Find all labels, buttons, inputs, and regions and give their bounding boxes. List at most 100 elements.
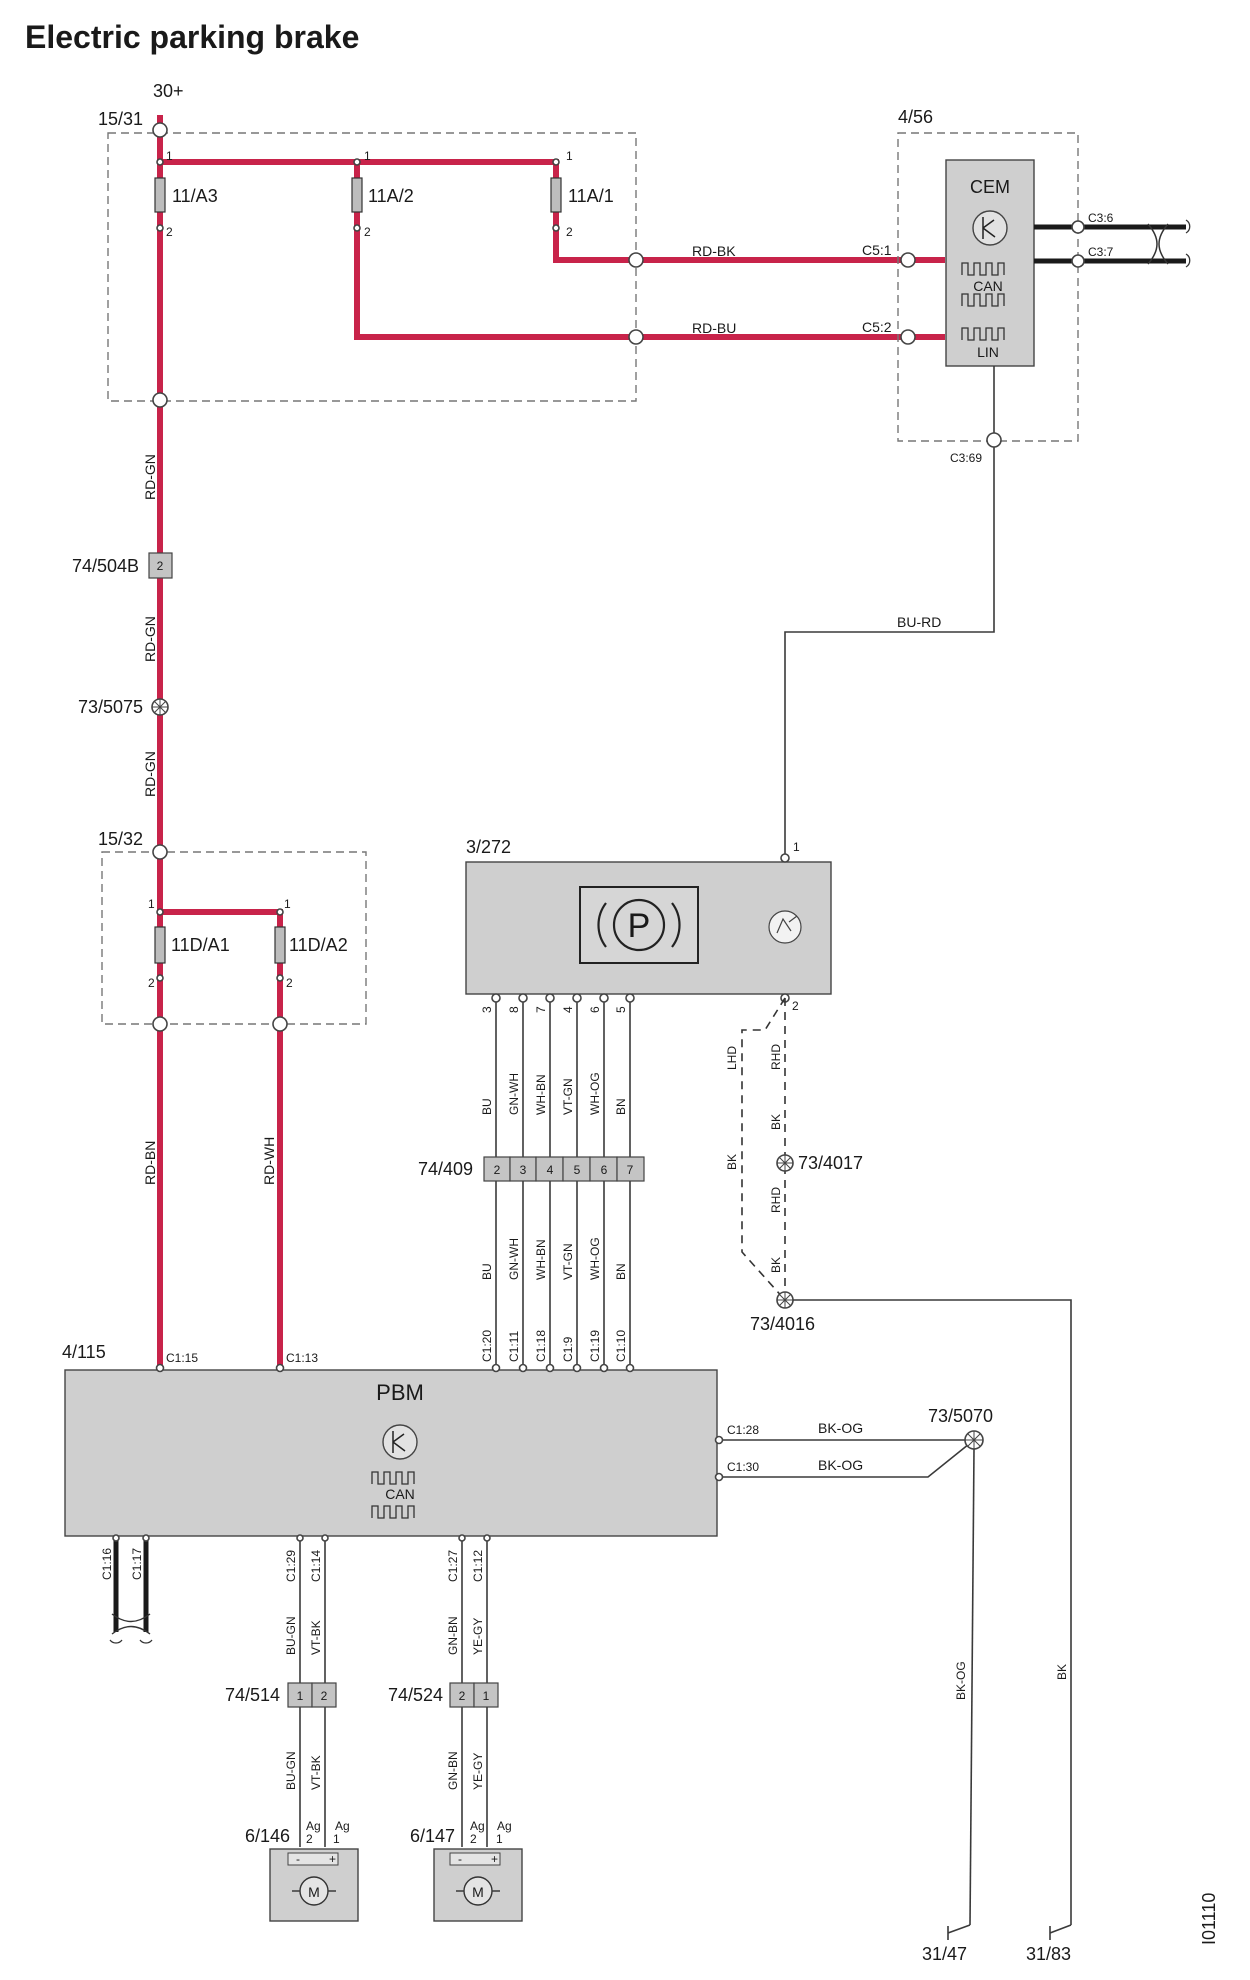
pin-dot (518, 1363, 528, 1373)
pin-label: 1 (333, 1832, 340, 1846)
pin-label: 1 (483, 1689, 490, 1703)
pin-label: 2 (157, 559, 164, 573)
pin-dot (353, 158, 361, 166)
switch-signal-wires (495, 998, 631, 1367)
pin-dot (276, 974, 284, 982)
fuse-box-15-31 (107, 132, 637, 402)
connector-74-514-label: 74/514 (225, 1685, 280, 1705)
pin-dot (599, 993, 609, 1003)
pin-dot (599, 1363, 609, 1373)
motor-minus: - (296, 1852, 300, 1866)
connector-c1-18: C1:18 (534, 1330, 548, 1362)
connector-c1-13: C1:13 (286, 1351, 318, 1365)
pin-dot (142, 1534, 150, 1542)
pin-label: 4 (561, 1006, 575, 1013)
pin-label: 1 (297, 1689, 304, 1703)
pin-dot (353, 224, 361, 232)
wire-rd-bk (553, 225, 945, 263)
wire-label-bk: BK (769, 1257, 783, 1273)
pin-label: 1 (566, 149, 573, 163)
fuse-11d-a1 (154, 926, 166, 964)
node (272, 1016, 288, 1032)
connector-c3-7: C3:7 (1088, 245, 1114, 259)
ground-point-73-4017-label: 73/4017 (798, 1153, 863, 1173)
connector-74-504b (148, 552, 173, 579)
wire-label-rd-gn: RD-GN (142, 454, 158, 500)
fuse-11a-1-label: 11A/1 (568, 186, 614, 206)
pin-dot (458, 1534, 466, 1542)
wire-label-bk-og: BK-OG (818, 1457, 863, 1473)
pin-label: 7 (534, 1006, 548, 1013)
pin-dot (491, 993, 501, 1003)
connector-c1-28: C1:28 (727, 1423, 759, 1437)
pin-dot (155, 1363, 165, 1373)
wire-label-wh-bn: WH-BN (534, 1239, 548, 1280)
pin-dot (625, 993, 635, 1003)
indicator-lamp-glyph (776, 915, 798, 934)
wire-label-rd-gn: RD-GN (142, 751, 158, 797)
pin-label: 7 (627, 1163, 634, 1177)
connector-74-524-label: 74/524 (388, 1685, 443, 1705)
pin-label: 2 (364, 225, 371, 239)
connector-c1-11: C1:11 (507, 1331, 521, 1362)
pin-label: 2 (470, 1832, 477, 1846)
cem-lin-label: LIN (977, 344, 999, 360)
wire-label-rd-gn: RD-GN (142, 616, 158, 662)
wire-label-rd-bn: RD-BN (142, 1141, 158, 1185)
ground-point-icon (152, 699, 168, 715)
pin-dot (552, 224, 560, 232)
p-icon-brackets (597, 902, 681, 948)
node (152, 392, 168, 408)
connector-c1-12: C1:12 (471, 1550, 485, 1582)
pin-dot (296, 1534, 304, 1542)
motor-terminal-block (449, 1852, 501, 1866)
ground-point-icon (965, 1431, 983, 1449)
wire-label-bn: BN (614, 1263, 628, 1280)
wire-label-rhd: RHD (769, 1044, 783, 1070)
lin-signal-icon (961, 327, 1005, 341)
pin-label: 1 (284, 897, 291, 911)
fuse-11d-a2-label: 11D/A2 (289, 935, 348, 955)
transistor-icon (382, 1424, 418, 1460)
cem-box-label: 4/56 (898, 107, 933, 127)
pin-dot (156, 158, 164, 166)
wire-label-bu-rd: BU-RD (897, 614, 941, 630)
fuse-11a-1 (550, 177, 562, 213)
wire-bu-rd (784, 366, 995, 858)
ground-point-73-5070-label: 73/5070 (928, 1406, 993, 1426)
pin-dot (276, 908, 284, 916)
diagram-title: Electric parking brake (25, 19, 359, 55)
pbm-id-label: 4/115 (62, 1342, 106, 1362)
wire-label-rd-bu: RD-BU (692, 320, 736, 336)
ground-31-83-label: 31/83 (1026, 1944, 1071, 1964)
node (628, 252, 644, 268)
wire-label-rd-bk: RD-BK (692, 243, 736, 259)
pin-dot (545, 1363, 555, 1373)
pin-label: 3 (520, 1163, 527, 1177)
wire-label-vt-gn: VT-GN (561, 1078, 575, 1115)
motor-plus: + (491, 1852, 498, 1866)
pin-dot (275, 1363, 285, 1373)
pin-label: 2 (306, 1832, 313, 1846)
can-signal-icon (371, 1505, 415, 1519)
node (986, 432, 1002, 448)
p-icon: P (628, 907, 651, 945)
connector-c5-2: C5:2 (862, 319, 892, 335)
pin-dot (518, 993, 528, 1003)
pin-label: 5 (614, 1006, 628, 1013)
fuse-11-a3-label: 11/A3 (172, 186, 218, 206)
pin-dot (714, 1435, 724, 1445)
pin-label: 2 (166, 225, 173, 239)
ground-31-83-icon (1049, 1924, 1072, 1940)
pin-label: 2 (459, 1689, 466, 1703)
wire-label-rhd: RHD (769, 1187, 783, 1213)
pin-label: 2 (792, 999, 799, 1013)
twisted-pair-icon (1147, 223, 1169, 265)
wire-label-wh-og: WH-OG (588, 1237, 602, 1280)
node (152, 844, 168, 860)
fuse-box-15-32-label: 15/32 (98, 829, 143, 849)
pin-label: 2 (148, 976, 155, 990)
motor-6-147-label: 6/147 (410, 1826, 455, 1846)
node (900, 329, 916, 345)
